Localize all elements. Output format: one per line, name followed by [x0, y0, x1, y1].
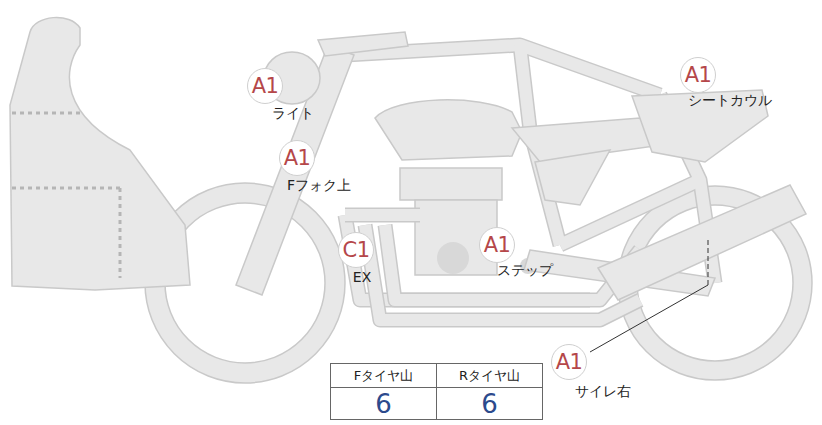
table-value: 6 [437, 388, 542, 419]
part-name: ステップ [497, 263, 553, 278]
part-name: サイレ右 [575, 384, 631, 399]
callout-number: C1 [342, 238, 369, 262]
part-name: ライト [272, 106, 314, 121]
callout-number: A1 [284, 146, 311, 170]
callout-number: A1 [685, 63, 712, 87]
callout-circle: C1 [338, 232, 374, 268]
part-name: シートカウル [688, 93, 772, 108]
callout-circle: A1 [279, 140, 315, 176]
callout-circle: A1 [479, 227, 515, 263]
callout-circle: A1 [247, 68, 283, 104]
table-value: 6 [331, 388, 436, 419]
part-name: EX [353, 270, 371, 285]
callout-node: A1Fフォク上 [279, 140, 315, 176]
table-header: Fタイヤ山 [331, 364, 436, 387]
callout-number: A1 [252, 74, 279, 98]
callout-node: A1サイレ右 [551, 344, 587, 380]
callout-node: A1ライト [247, 68, 283, 104]
callout-node: A1シートカウル [680, 57, 716, 93]
callout-circle: A1 [680, 57, 716, 93]
part-name: Fフォク上 [287, 178, 351, 193]
callout-number: A1 [484, 233, 511, 257]
callout-node: A1ステップ [479, 227, 515, 263]
callout-circle: A1 [551, 344, 587, 380]
callout-node: C1EX [338, 232, 374, 268]
callout-number: A1 [556, 350, 583, 374]
table-header: Rタイヤ山 [437, 364, 542, 387]
